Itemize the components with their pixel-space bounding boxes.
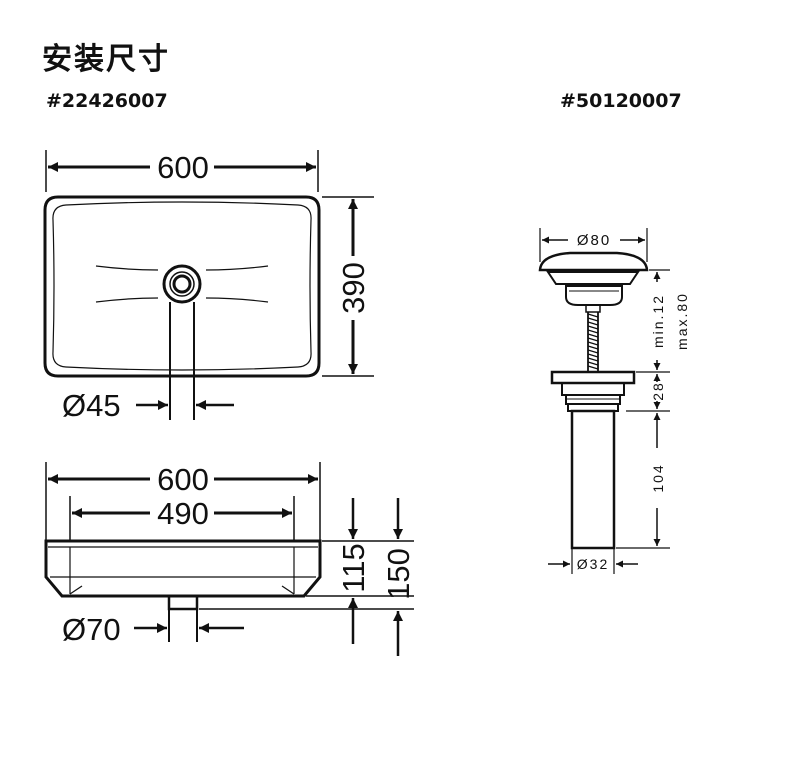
bowl-slope-line bbox=[205, 265, 269, 271]
basin-profile bbox=[44, 539, 322, 598]
valve-nut bbox=[565, 285, 623, 306]
basin-top-view bbox=[43, 150, 374, 420]
valve-flange-body bbox=[561, 382, 625, 396]
basin-product-code: #22426007 bbox=[46, 90, 168, 112]
valve-cap bbox=[538, 251, 649, 272]
dimension-inner-width-label: 490 bbox=[157, 496, 209, 531]
dimension-total-height-label: 150 bbox=[381, 548, 416, 600]
basin-outline bbox=[43, 195, 321, 378]
bowl-slope-line bbox=[95, 265, 159, 271]
bowl-contour bbox=[52, 201, 312, 371]
valve-cap-body bbox=[546, 271, 640, 285]
valve-collar bbox=[585, 304, 601, 313]
thickness-max-label: max.80 bbox=[674, 292, 690, 350]
valve-flange bbox=[550, 370, 636, 385]
basin-chamfer bbox=[69, 585, 83, 595]
dimension-width-label: 600 bbox=[157, 150, 209, 185]
cap-diameter-label: Ø80 bbox=[577, 232, 611, 249]
drain-outer-ring bbox=[162, 264, 202, 304]
basin-side-view bbox=[44, 462, 414, 656]
thickness-min-label: min.12 bbox=[650, 294, 666, 348]
bowl-slope-line bbox=[95, 297, 159, 303]
dimension-depth-label: 390 bbox=[336, 262, 371, 314]
drain-inner-ring bbox=[172, 274, 192, 294]
drain-middle-ring bbox=[169, 271, 195, 297]
tail-diameter-label: Ø32 bbox=[577, 556, 609, 572]
waste-valve bbox=[538, 228, 670, 574]
valve-gasket bbox=[565, 394, 621, 405]
valve-tail-pipe bbox=[570, 409, 616, 550]
basin-chamfer bbox=[281, 585, 295, 595]
waste-product-code: #50120007 bbox=[560, 90, 682, 112]
dimension-outer-width-label: 600 bbox=[157, 462, 209, 497]
flange-height-label: 28 bbox=[650, 381, 666, 401]
dimension-basin-height-label: 115 bbox=[336, 543, 371, 592]
tail-length-label: 104 bbox=[650, 463, 666, 492]
bowl-slope-line bbox=[205, 297, 269, 303]
rod-thread bbox=[587, 313, 599, 370]
basin-outlet bbox=[167, 594, 199, 611]
drain-diameter-label: Ø45 bbox=[62, 388, 121, 423]
outlet-diameter-label: Ø70 bbox=[62, 612, 121, 647]
page-title: 安装尺寸 bbox=[42, 42, 170, 77]
